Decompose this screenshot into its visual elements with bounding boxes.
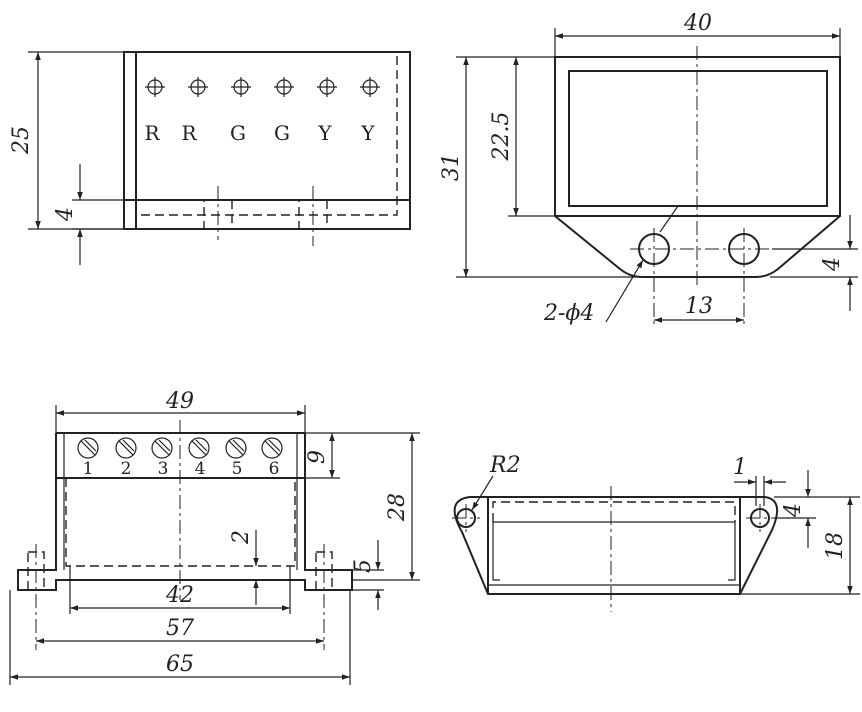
terminal-screw-icon (360, 77, 380, 97)
front-terminal-labels: R R G G Y Y (144, 121, 375, 145)
front-hidden-holes (203, 186, 328, 246)
dim-height-label: 25 (9, 126, 34, 155)
top-dim-height: 28 (305, 432, 420, 581)
terminal-label: G (274, 121, 290, 145)
dim-terminal-height-label: 9 (305, 450, 330, 464)
side-view: 40 31 22.5 4 13 (439, 11, 858, 326)
dim-height-label: 28 (385, 493, 410, 522)
top-dim-flange: 5 (351, 540, 384, 610)
dim-height-label: 18 (823, 532, 848, 560)
dim-base-label: 4 (53, 207, 78, 222)
terminal-screw-icon (151, 437, 173, 459)
top-dim-width: 49 (55, 389, 306, 433)
end-hidden-lip (492, 501, 736, 522)
terminal-screw-icon (317, 77, 337, 97)
top-view: 1 2 3 4 5 6 49 9 28 (9, 389, 420, 685)
dim-flange-label: 5 (351, 559, 376, 573)
front-view: R R G G Y Y 25 4 (9, 51, 411, 265)
end-view: R2 1 4 18 (452, 453, 860, 612)
dim-1-label: 1 (733, 455, 747, 480)
terminal-number: 4 (195, 459, 206, 479)
terminal-number: 5 (232, 459, 243, 479)
front-hidden-cavity (135, 52, 398, 216)
top-dim-wall: 2 (229, 530, 259, 605)
terminal-screw-icon (261, 437, 283, 459)
terminal-screw-icon (188, 437, 210, 459)
terminal-label: Y (317, 121, 332, 145)
top-dim-inner: 42 (69, 566, 291, 614)
terminal-number: 1 (83, 459, 94, 479)
side-dim-total-height: 31 (439, 56, 640, 278)
terminal-screw-icon (231, 77, 251, 97)
dim-inner-label: 42 (165, 583, 194, 608)
side-dim-inner-height: 22.5 (489, 57, 555, 217)
dim-width-top-label: 49 (165, 389, 194, 414)
top-terminal-screws (77, 437, 283, 459)
end-dim-4: 4 (774, 470, 816, 548)
front-dim-height: 25 (9, 51, 124, 230)
top-flange-holes (27, 544, 333, 650)
terminal-screw-icon (225, 437, 247, 459)
top-dim-overall: 65 (9, 590, 351, 685)
terminal-label: R (144, 121, 160, 145)
terminal-screw-icon (274, 77, 294, 97)
side-dim-tab: 4 (770, 215, 858, 311)
front-dim-base: 4 (53, 164, 124, 265)
end-dim-radius: R2 (471, 453, 521, 511)
top-dim-hole-spacing: 57 (36, 616, 324, 644)
top-terminal-numbers: 1 2 3 4 5 6 (83, 459, 280, 479)
terminal-label: R (181, 121, 197, 145)
dim-width-label: 40 (683, 11, 712, 36)
terminal-screw-icon (145, 77, 165, 97)
side-dim-hole-spacing: 13 (654, 294, 744, 323)
top-dim-terminal-height: 9 (305, 433, 340, 479)
side-mount-holes (638, 228, 760, 325)
terminal-number: 6 (269, 459, 280, 479)
terminal-screw-icon (188, 77, 208, 97)
terminal-number: 2 (121, 459, 132, 479)
side-dim-width: 40 (554, 11, 841, 57)
end-dim-1: 1 (733, 455, 786, 506)
dim-tab-label: 4 (820, 257, 845, 272)
end-dim-height: 18 (740, 496, 860, 595)
terminal-screw-icon (77, 437, 99, 459)
side-window (568, 70, 828, 207)
front-body-outline (123, 51, 411, 230)
terminal-screw-icon (115, 437, 137, 459)
dim-overall-label: 65 (166, 652, 194, 677)
side-hole-callout: 2-ϕ4 (543, 205, 679, 326)
front-terminal-screws (145, 77, 380, 97)
end-mount-holes (452, 504, 774, 532)
terminal-label: G (230, 121, 246, 145)
dim-hole-spacing-label: 13 (685, 294, 713, 319)
dim-radius-label: R2 (489, 453, 521, 478)
dim-inner-height-label: 22.5 (489, 112, 514, 162)
dim-4-label: 4 (781, 503, 806, 518)
side-body-outline (554, 56, 841, 278)
dim-hole-spacing-label: 57 (166, 616, 194, 641)
hole-callout-label: 2-ϕ4 (543, 301, 594, 326)
dim-total-height-label: 31 (439, 153, 464, 181)
terminal-number: 3 (158, 459, 169, 479)
terminal-label: Y (360, 121, 375, 145)
dim-wall-label: 2 (229, 530, 254, 545)
